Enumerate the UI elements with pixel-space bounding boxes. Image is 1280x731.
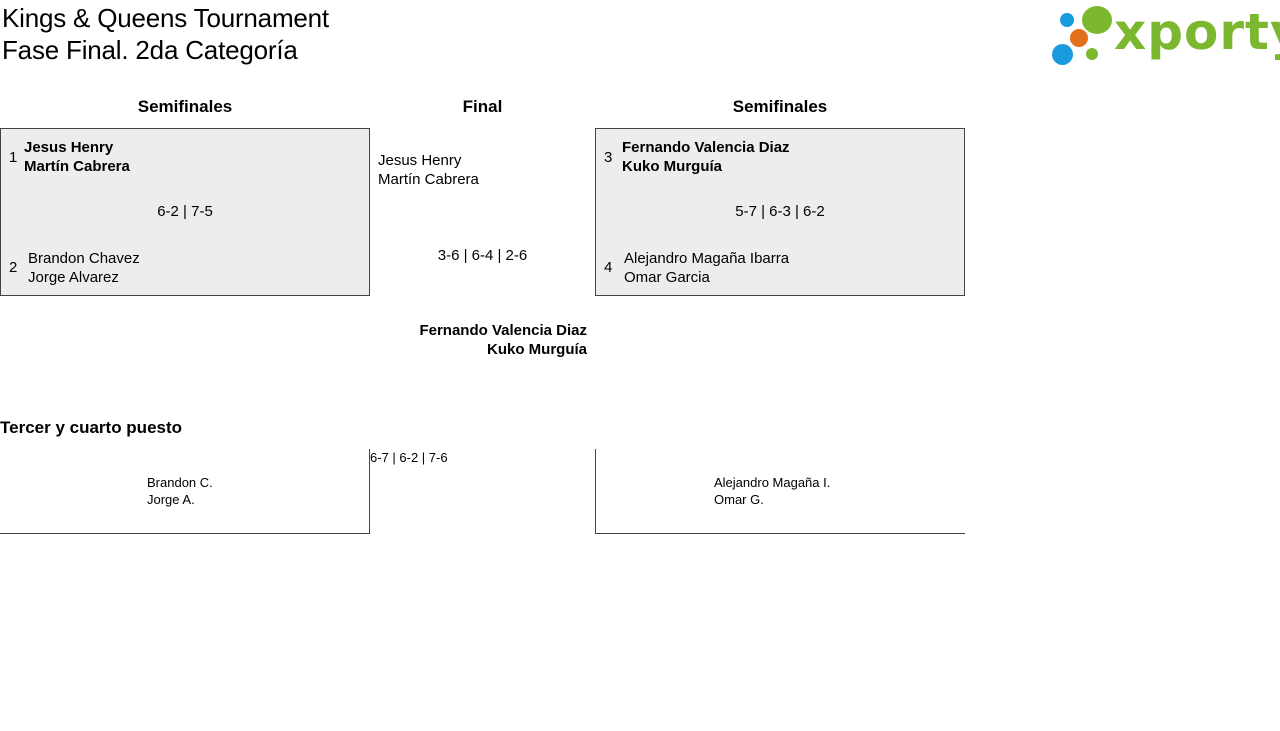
logo-dot-green: [1082, 6, 1112, 34]
team-3-names: Fernando Valencia Diaz Kuko Murguía: [622, 138, 790, 176]
third-place-left-box: Brandon C. Jorge A.: [0, 449, 370, 534]
third-team-left: Brandon C. Jorge A.: [147, 474, 213, 508]
third-place-right-box: Alejandro Magaña I. Omar G.: [595, 449, 965, 534]
third-place-heading: Tercer y cuarto puesto: [0, 418, 183, 437]
logo-dot-blue-large: [1052, 44, 1073, 65]
third-team-right-player-1: Alejandro Magaña I.: [714, 475, 831, 490]
final-team-a: Jesus Henry Martín Cabrera: [378, 151, 479, 189]
third-team-right-player-2: Omar G.: [714, 492, 764, 507]
seed-4: 4: [604, 259, 613, 276]
team-1-player-1: Jesus Henry: [24, 139, 114, 156]
final-team-a-player-1: Jesus Henry: [378, 152, 462, 169]
team-2-names: Brandon Chavez Jorge Alvarez: [28, 249, 140, 287]
team-4-names: Alejandro Magaña Ibarra Omar Garcia: [624, 249, 789, 287]
final-score: 3-6 | 6-4 | 2-6: [437, 247, 528, 264]
third-team-left-player-1: Brandon C.: [147, 475, 213, 490]
third-team-left-player-2: Jorge A.: [147, 492, 195, 507]
final-winner-player-1: Fernando Valencia Diaz: [419, 322, 587, 339]
semifinal-left-score: 6-2 | 7-5: [157, 203, 213, 220]
xporty-logo: xporty: [1052, 3, 1280, 66]
final-winner-player-2: Kuko Murguía: [487, 341, 587, 358]
final-team-a-player-2: Martín Cabrera: [378, 171, 479, 188]
team-1-player-2: Martín Cabrera: [24, 158, 130, 175]
team-4-player-1: Alejandro Magaña Ibarra: [624, 250, 790, 267]
semifinal-right-score: 5-7 | 6-3 | 6-2: [735, 203, 825, 220]
team-3-player-2: Kuko Murguía: [622, 158, 722, 175]
team-1-names: Jesus Henry Martín Cabrera: [24, 138, 130, 176]
header-semifinales-left: Semifinales: [137, 97, 233, 116]
team-2-player-1: Brandon Chavez: [28, 250, 140, 267]
seed-1: 1: [9, 149, 18, 166]
logo-wordmark: xporty: [1114, 3, 1280, 61]
seed-3: 3: [604, 149, 613, 166]
team-3-player-1: Fernando Valencia Diaz: [622, 139, 790, 156]
title-line-2: Fase Final. 2da Categoría: [2, 35, 298, 65]
logo-dot-orange: [1070, 29, 1088, 47]
third-place-score: 6-7 | 6-2 | 7-6: [370, 450, 448, 465]
seed-2: 2: [9, 259, 18, 276]
final-winner: Fernando Valencia Diaz Kuko Murguía: [370, 321, 587, 359]
third-team-right: Alejandro Magaña I. Omar G.: [714, 474, 830, 508]
header-semifinales-right: Semifinales: [732, 97, 828, 116]
semifinal-left-box: 1 Jesus Henry Martín Cabrera 6-2 | 7-5 2…: [0, 128, 370, 296]
team-4-player-2: Omar Garcia: [624, 269, 710, 286]
page-title: Kings & Queens Tournament Fase Final. 2d…: [2, 2, 329, 66]
title-line-1: Kings & Queens Tournament: [2, 3, 329, 33]
logo-dot-blue-small: [1060, 13, 1074, 27]
team-2-player-2: Jorge Alvarez: [28, 269, 119, 286]
header-final: Final: [462, 97, 503, 116]
semifinal-right-box: 3 Fernando Valencia Diaz Kuko Murguía 5-…: [595, 128, 965, 296]
logo-dot-green-small: [1086, 48, 1098, 60]
